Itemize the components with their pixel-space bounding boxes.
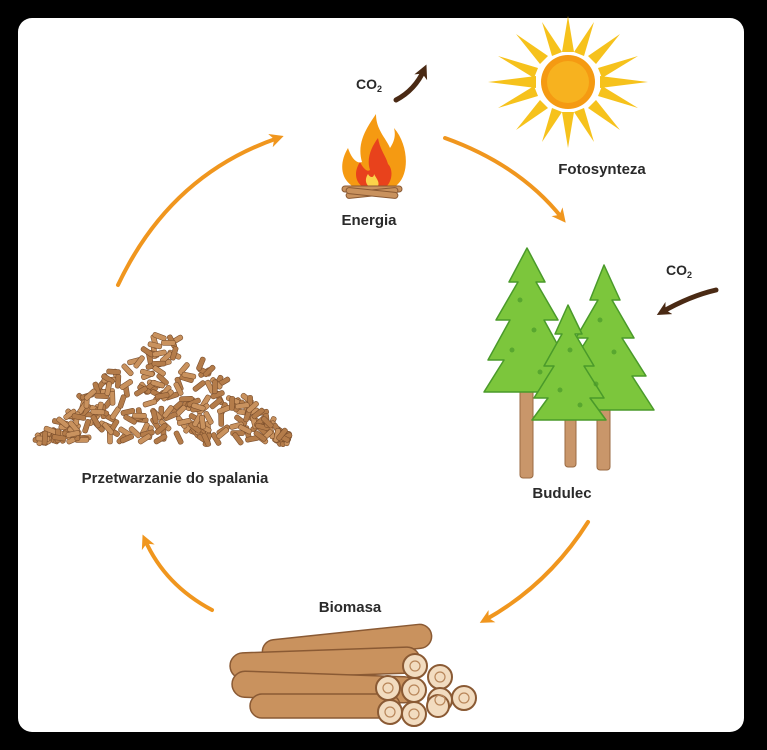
- pellet: [139, 368, 155, 377]
- pellet: [41, 430, 49, 446]
- pellet: [251, 407, 265, 420]
- pellet: [106, 368, 121, 375]
- co2-absorption-arrow: [656, 287, 719, 315]
- pellet: [261, 416, 274, 429]
- pellet: [101, 373, 115, 385]
- pellet: [71, 413, 87, 421]
- pellet-pile-icon: [32, 332, 293, 448]
- pellet: [109, 390, 116, 406]
- pellet: [132, 412, 147, 419]
- pellet: [150, 379, 166, 389]
- pellet: [202, 364, 216, 378]
- co2-emission-label: CO2: [356, 76, 382, 94]
- pellet: [147, 341, 163, 350]
- pellet: [128, 426, 142, 439]
- campfire-icon: [341, 114, 406, 199]
- biomass-label: Biomasa: [318, 599, 382, 616]
- pellet: [199, 414, 206, 430]
- pellet: [152, 332, 167, 342]
- arrow-processing-to-energy: [116, 133, 284, 287]
- pellet: [133, 355, 145, 369]
- pellet: [119, 379, 134, 390]
- pellet: [192, 380, 206, 392]
- pellet: [152, 365, 166, 377]
- pellet: [153, 433, 168, 445]
- photosynthesis-label: Fotosynteza: [558, 161, 646, 178]
- pellet: [181, 371, 197, 380]
- co2-emission-sub: 2: [377, 84, 383, 94]
- co2-absorption-label: CO2: [666, 262, 692, 280]
- arrow-timber-to-biomass: [479, 520, 590, 623]
- pellet: [104, 381, 113, 396]
- pellet: [151, 360, 167, 367]
- pellet: [134, 385, 148, 397]
- pellet: [211, 379, 218, 395]
- pellet: [137, 433, 152, 445]
- pellet: [218, 412, 225, 427]
- pellet: [196, 356, 206, 371]
- pellet: [255, 422, 270, 431]
- pellet: [246, 400, 259, 414]
- pellet: [173, 430, 184, 445]
- pellet: [65, 430, 81, 438]
- pellet: [117, 394, 127, 409]
- pellet: [102, 422, 114, 435]
- pellet: [90, 414, 102, 429]
- pellet: [82, 418, 91, 434]
- trees-icon: [483, 247, 655, 479]
- processing-label: Przetwarzanie do spalania: [81, 470, 269, 487]
- pellet: [253, 430, 267, 442]
- co2-absorption-sub: 2: [687, 270, 693, 280]
- pellet: [63, 408, 77, 421]
- pellet: [161, 340, 176, 346]
- timber-label: Budulec: [532, 485, 592, 502]
- pellet: [176, 417, 192, 426]
- pellet: [232, 432, 244, 446]
- pellet: [178, 362, 190, 376]
- pellet: [179, 396, 194, 402]
- arrow-energy-to-timber: [443, 136, 566, 223]
- pellet: [173, 381, 184, 396]
- arrow-biomass-to-processing: [141, 534, 214, 612]
- pellet: [51, 434, 67, 442]
- pellet: [56, 416, 70, 429]
- co2-emission-arrow: [393, 64, 428, 103]
- co2-emission-main: CO: [356, 76, 377, 92]
- pellet: [276, 427, 288, 441]
- pellet: [123, 414, 137, 425]
- pellet: [154, 422, 168, 435]
- pellet: [169, 346, 179, 361]
- pellet: [162, 405, 174, 419]
- energy-label: Energia: [341, 212, 397, 229]
- pellet: [152, 349, 167, 358]
- sun-icon: [488, 16, 648, 148]
- pellet: [119, 433, 135, 444]
- log-stack-icon: [229, 623, 477, 727]
- co2-arrows: [393, 64, 719, 315]
- cycle-arrows: [116, 133, 590, 623]
- pellet: [228, 396, 236, 411]
- pellet: [216, 427, 230, 440]
- pellet: [234, 402, 250, 410]
- co2-absorption-main: CO: [666, 262, 687, 278]
- pellet: [191, 402, 206, 412]
- pellet: [209, 397, 223, 410]
- pellet: [90, 408, 106, 416]
- pellet: [120, 407, 136, 416]
- pellet: [203, 410, 214, 425]
- pellet: [201, 432, 212, 447]
- pellet: [121, 363, 134, 377]
- pellet: [238, 424, 252, 435]
- pellet: [142, 398, 158, 408]
- pellet: [83, 388, 97, 401]
- pellet: [154, 392, 170, 400]
- pellet: [156, 373, 169, 386]
- pellet: [150, 409, 159, 424]
